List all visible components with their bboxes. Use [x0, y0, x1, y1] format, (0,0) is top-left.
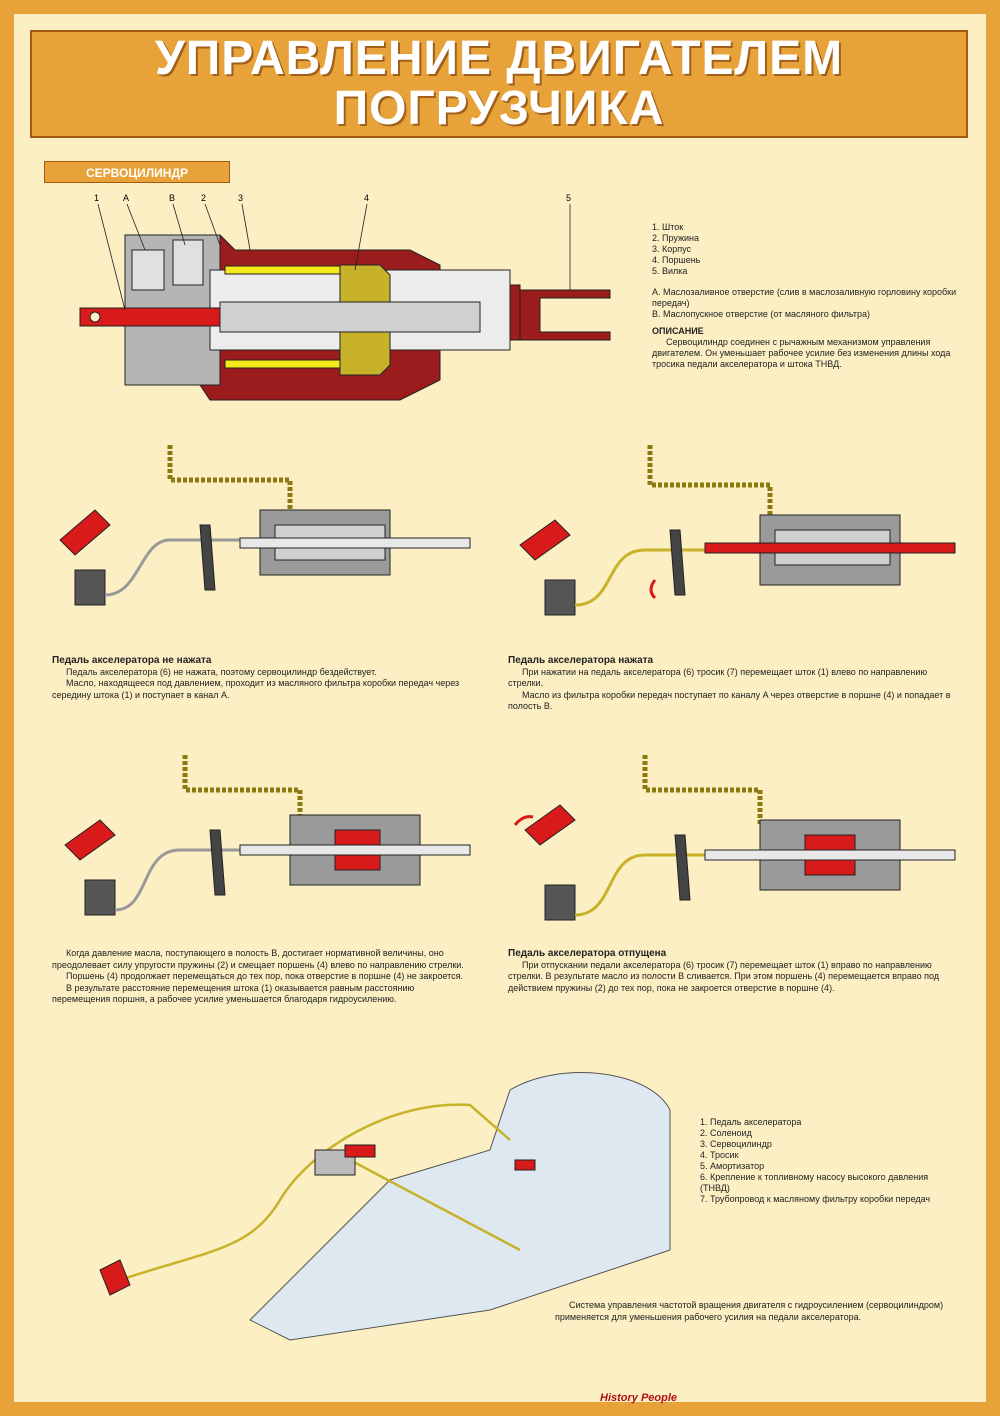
- servo-rod: [239, 844, 471, 856]
- panel-3-diagram: [64, 755, 471, 916]
- chamber-a: [131, 249, 165, 291]
- cable: [574, 853, 705, 917]
- system-legend-item: 5. Амортизатор: [700, 1161, 765, 1171]
- engine-outline: [249, 1072, 671, 1341]
- servo-legend-item: 5. Вилка: [652, 266, 688, 276]
- callout-3: 3: [238, 193, 244, 203]
- callout-a: A: [123, 193, 130, 203]
- panel-1-diagram: [59, 445, 471, 606]
- servo-desc-text: Сервоцилиндр соединен с рычажным механиз…: [652, 337, 951, 369]
- oil-line: [182, 755, 303, 820]
- system-legend-item: 3. Сервоцилиндр: [700, 1139, 772, 1149]
- panel-3-para: В результате расстояние перемещения шток…: [52, 982, 415, 1005]
- mount-6: [514, 1159, 536, 1171]
- panel-2-para: При нажатии на педаль акселератора (6) т…: [508, 666, 928, 689]
- pedal-assembly: [59, 509, 111, 606]
- servo-rod: [704, 849, 956, 861]
- rod: [79, 307, 231, 327]
- panel-2-para: Масло из фильтра коробки передач поступа…: [508, 689, 951, 712]
- pedal: [64, 819, 116, 861]
- servo-desc-title: ОПИСАНИЕ: [652, 326, 704, 336]
- cable-4: [119, 1103, 511, 1282]
- servo-rod: [239, 537, 471, 549]
- brand-logo: History People: [600, 1392, 678, 1404]
- panel-1-para: Масло, находящееся под давлением, проход…: [52, 678, 460, 700]
- cable: [574, 548, 705, 607]
- cable: [104, 538, 240, 597]
- system-legend: 1. Педаль акселератора 2. Соленоид 3. Се…: [700, 1117, 955, 1205]
- system-diagram: [99, 1072, 671, 1341]
- callout-1: 1: [94, 193, 100, 203]
- pedal: [524, 804, 576, 846]
- servo-legend-item: 1. Шток: [652, 222, 684, 232]
- panel-4-para: При отпускании педали акселератора (6) т…: [508, 959, 940, 993]
- arrow-left-icon: [649, 579, 657, 600]
- fork: [519, 289, 611, 341]
- pedal: [59, 509, 111, 556]
- system-summary: Система управления частотой вращения дви…: [555, 1300, 944, 1322]
- system-legend-item: 2. Соленоид: [700, 1128, 752, 1138]
- system-legend-item: 7. Трубопровод к масляному фильтру короб…: [700, 1194, 931, 1204]
- panel-4-text: Педаль акселератора отпущена При отпуска…: [508, 948, 963, 994]
- servo-3: [344, 1144, 376, 1158]
- pedal-1: [99, 1259, 131, 1296]
- title-line-2: ПОГРУЗЧИКА: [333, 82, 665, 135]
- title-banner: УПРАВЛЕНИЕ ДВИГАТЕЛЕМ ПОГРУЗЧИКА: [30, 30, 968, 138]
- panel-1-text: Педаль акселератора не нажата Педаль акс…: [52, 655, 472, 701]
- panel-4-heading: Педаль акселератора отпущена: [508, 948, 667, 959]
- servo-legend: 1. Шток 2. Пружина 3. Корпус 4. Поршень …: [652, 222, 962, 370]
- panel-1-heading: Педаль акселератора не нажата: [52, 655, 212, 666]
- cable: [114, 848, 240, 912]
- servo-legend-item: 3. Корпус: [652, 244, 692, 254]
- callout-4: 4: [364, 193, 370, 203]
- pipe-7: [349, 1158, 521, 1252]
- title-line-1: УПРАВЛЕНИЕ ДВИГАТЕЛЕМ: [154, 32, 844, 85]
- system-legend-item: 6. Крепление к топливному насосу высоког…: [700, 1172, 929, 1193]
- pedal-base: [544, 884, 576, 921]
- pedal-base: [74, 569, 106, 606]
- servo-legend-hole: B. Маслопускное отверстие (от масляного …: [652, 309, 871, 319]
- rod-eye: [89, 311, 101, 323]
- servo-legend-item: 4. Поршень: [652, 255, 701, 265]
- lever: [209, 829, 226, 896]
- system-legend-item: 4. Тросик: [700, 1150, 739, 1160]
- servo-cylinder-diagram: [79, 203, 611, 401]
- panel-4-diagram: [513, 755, 956, 921]
- panel-2-diagram: [519, 445, 956, 616]
- callout-b: B: [169, 193, 176, 203]
- oil-line: [642, 755, 763, 825]
- system-legend-item: 1. Педаль акселератора: [700, 1117, 802, 1127]
- panel-3-para: Поршень (4) продолжает перемещаться до т…: [66, 971, 463, 981]
- panel-2-heading: Педаль акселератора нажата: [508, 655, 654, 666]
- callout-5: 5: [566, 193, 572, 203]
- panel-1-para: Педаль акселератора (6) не нажата, поэто…: [66, 666, 377, 677]
- servo-legend-hole: A. Маслозаливное отверстие (слив в масло…: [652, 287, 957, 308]
- callout-2: 2: [201, 193, 207, 203]
- servo-rod: [704, 542, 956, 554]
- panel-3-text: Когда давление масла, поступающего в пол…: [52, 948, 472, 1006]
- oil-line: [647, 445, 773, 520]
- pedal-base: [84, 879, 116, 916]
- rod-inner: [219, 301, 481, 333]
- panel-2-text: Педаль акселератора нажата При нажатии н…: [508, 655, 963, 713]
- lever: [669, 529, 686, 596]
- chamber-b: [172, 239, 204, 286]
- oil-line: [167, 445, 293, 515]
- lever: [674, 834, 691, 901]
- arrow-right-icon: [513, 815, 534, 826]
- section-tab: СЕРВОЦИЛИНДР: [44, 161, 230, 183]
- pedal: [519, 519, 571, 561]
- lever: [199, 524, 216, 591]
- panel-3-para: Когда давление масла, поступающего в пол…: [52, 948, 464, 970]
- servo-legend-item: 2. Пружина: [652, 233, 700, 243]
- pedal-base: [544, 579, 576, 616]
